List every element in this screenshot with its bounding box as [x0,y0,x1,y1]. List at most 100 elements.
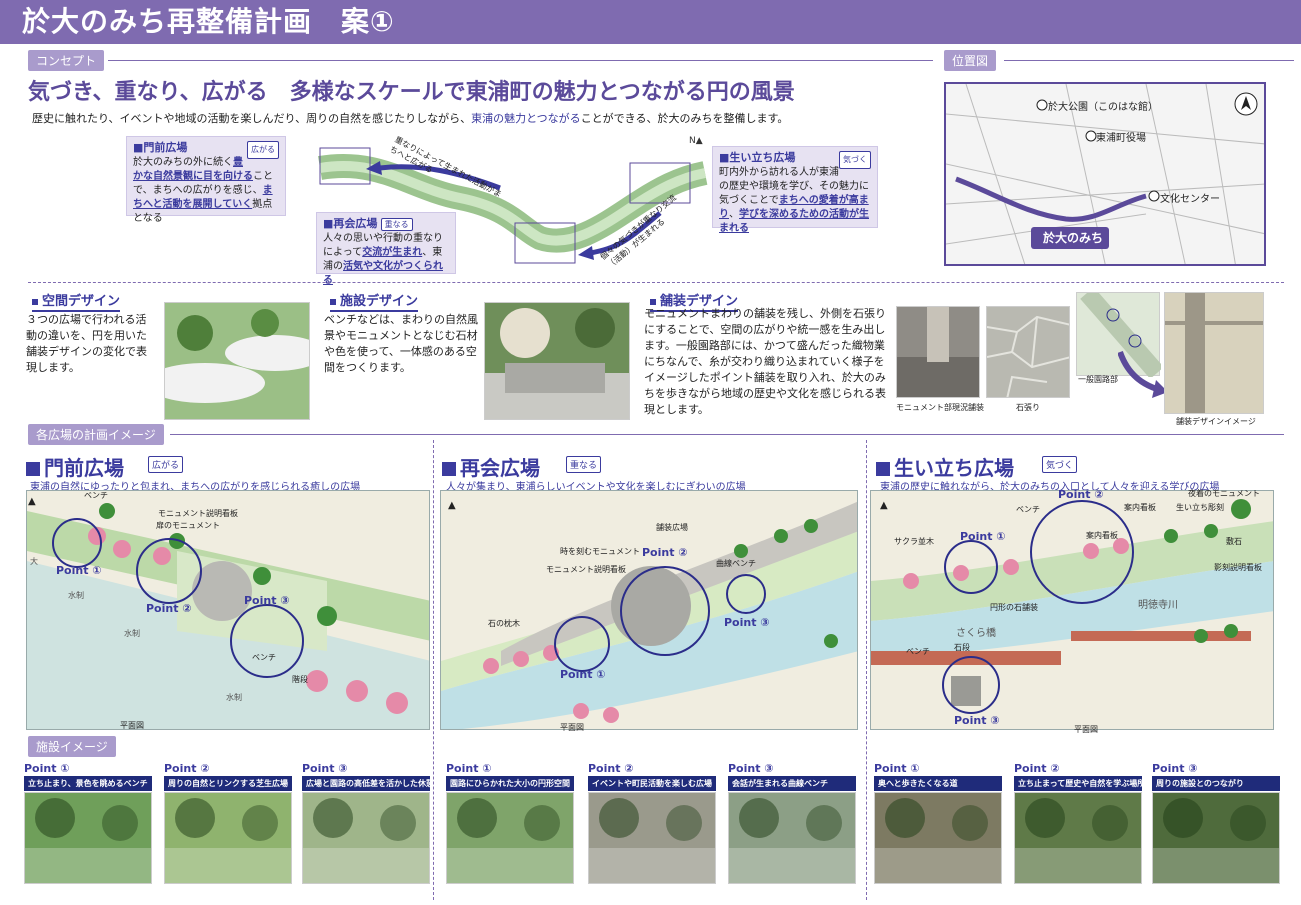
plaza-oitachi-point3-circle[interactable] [942,656,1000,714]
plaza-monzen-label: 大 [30,557,38,566]
plaza-monzen-label: 平面図 [120,721,144,730]
plaza-oitachi-label: 生い立ち彫刻 [1176,503,1224,512]
facility-caption: 周りの施設とのつながり [1152,776,1280,791]
plaza-monzen-label: 水制 [124,629,140,638]
paving-caption-image: 舗装デザインイメージ [1176,417,1256,426]
facility-photo [24,792,152,884]
plaza-saikai-label: 曲線ベンチ [716,559,756,568]
plaza-monzen-label: ベンチ [252,653,276,662]
paving-caption-general: 一般園路部 [1078,375,1118,384]
facility-point-label: Point ② [588,762,634,775]
north-arrow-icon: ▲ [28,496,36,507]
plaza-monzen-label: 階段 [292,675,308,684]
facility-caption: イベントや町民活動を楽しむ広場 [588,776,716,791]
facility-caption: 園路にひらかれた大小の円形空間 [446,776,574,791]
plaza-oitachi-label: 案内看板 [1124,503,1156,512]
plaza-monzen-label: 水制 [226,693,242,702]
concept-sub: 歴史に触れたり、イベントや地域の活動を楽しんだり、周りの自然を感じたりしながら、… [32,112,789,125]
plaza-saikai-label: 時を刻むモニュメント [560,547,640,556]
north-icon: N▲ [689,136,703,146]
paving-plan [1076,287,1164,379]
facility-point-label: Point ③ [302,762,348,775]
paving-photo-existing [896,306,980,398]
plaza-oitachi-badge: 気づく [1042,456,1078,473]
plaza-monzen-point3: Point ③ [244,594,290,607]
facility-point-label: Point ② [1014,762,1060,775]
plaza-oitachi-sub: 東浦の歴史に触れながら、於大のみちの入口として人々を迎える学びの広場 [880,482,1220,493]
vdivider-2 [866,440,867,900]
facility-point-label: Point ① [446,762,492,775]
facility-photo [446,792,574,884]
plaza-oitachi-label: 石段 [954,643,970,652]
paving-caption-stone: 石張り [1016,403,1040,412]
plaza-saikai-label: 舗装広場 [656,523,688,532]
callout-saikai: ■再会広場 重なる 人々の思いや行動の重なりによって交流が生まれ、東浦の活気や文… [316,212,456,286]
north-arrow-icon: ▲ [448,500,456,511]
divider [28,282,1284,283]
plaza-monzen-badge: 広がる [148,456,184,473]
plaza-saikai-sub: 人々が集まり、東浦らしいイベントや文化を楽しむにぎわいの広場 [446,482,746,493]
plaza-monzen-label: 扉のモニュメント [156,521,220,530]
plaza-oitachi-map[interactable] [870,490,1274,730]
facility-caption: 立ち止まり、景色を眺めるベンチ [24,776,152,791]
plaza-oitachi-label: 円形の石舗装 [990,603,1038,612]
plaza-saikai-point3: Point ③ [724,616,770,629]
plaza-monzen-point2-circle[interactable] [136,538,202,604]
facility-design-text: ベンチなどは、まわりの自然風景やモニュメントとなじむ石材や色を使って、一体感のあ… [324,313,478,374]
plaza-oitachi-point1-circle[interactable] [944,540,998,594]
concept-rule [108,60,933,61]
plaza-monzen-label: モニュメント説明看板 [158,509,238,518]
paving-arrow-icon [1118,350,1168,398]
space-design-photo [164,302,310,420]
concept-headline: 気づき、重なり、広がる 多様なスケールで東浦町の魅力とつながる円の風景 [28,80,795,105]
facility-caption: 周りの自然とリンクする芝生広場 [164,776,292,791]
plaza-oitachi-label: 明徳寺川 [1138,600,1178,611]
space-design-title: 空間デザイン [32,290,121,312]
space-design-text: ３つの広場で行われる活動の違いを、円を用いた舗装デザインの変化で表現します。 [26,313,147,374]
location-map-svg [946,84,1264,264]
plaza-oitachi-label: さくら橋 [956,628,996,639]
plaza-monzen-point1-circle[interactable] [52,518,102,568]
plaza-monzen-label: ベンチ [84,491,108,500]
facility-point-label: Point ① [874,762,920,775]
map-label-townhall: 東浦町役場 [1096,133,1146,144]
plaza-saikai-point2-circle[interactable] [620,566,710,656]
paving-caption-existing: モニュメント部現況舗装 [896,403,984,412]
plaza-monzen-point3-circle[interactable] [230,604,304,678]
facility-photo [728,792,856,884]
facility-caption: 奥へと歩きたくなる道 [874,776,1002,791]
location-map[interactable] [944,82,1266,266]
facility-design-title: 施設デザイン [330,290,419,312]
concept-diagram: N▲ [318,136,708,264]
plaza-saikai-point1-circle[interactable] [554,616,610,672]
plaza-saikai-badge: 重なる [566,456,602,473]
facility-caption: 広場と園路の高低差を活かした休憩 [302,776,430,791]
plaza-saikai-label: 平面図 [560,723,584,732]
paving-image [1164,292,1264,414]
concept-tag: コンセプト [28,50,105,71]
facility-photo [302,792,430,884]
facility-photo [164,792,292,884]
plaza-monzen-title: 門前広場 [26,452,124,481]
plaza-saikai-label: モニュメント説明看板 [546,565,626,574]
plaza-oitachi-point3: Point ③ [954,714,1000,727]
facility-point-label: Point ② [164,762,210,775]
paving-design-text: モニュメントまわりの舗装を残し、外側を石張りにすることで、空間の広がりや統一感を… [644,307,886,416]
plaza-saikai-label: 石の枕木 [488,619,520,628]
plaza-monzen-point2: Point ② [146,602,192,615]
facility-design-photo [484,302,630,420]
facility-point-label: Point ① [24,762,70,775]
plaza-monzen-label: 水制 [68,591,84,600]
plaza-oitachi-label: 夜着のモニュメント [1188,489,1260,498]
facility-photo [1152,792,1280,884]
plaza-oitachi-point1: Point ① [960,530,1006,543]
plaza-oitachi-point2: Point ② [1058,488,1104,501]
plaza-saikai-point3-circle[interactable] [726,574,766,614]
plazas-rule [170,434,1284,435]
plaza-oitachi-point2-circle[interactable] [1030,500,1134,604]
plaza-oitachi-label: サクラ並木 [894,537,934,546]
location-tag: 位置図 [944,50,997,71]
north-arrow-icon: ▲ [880,500,888,511]
plaza-oitachi-label: ベンチ [1016,505,1040,514]
kizuku-badge: 気づく [839,151,871,169]
